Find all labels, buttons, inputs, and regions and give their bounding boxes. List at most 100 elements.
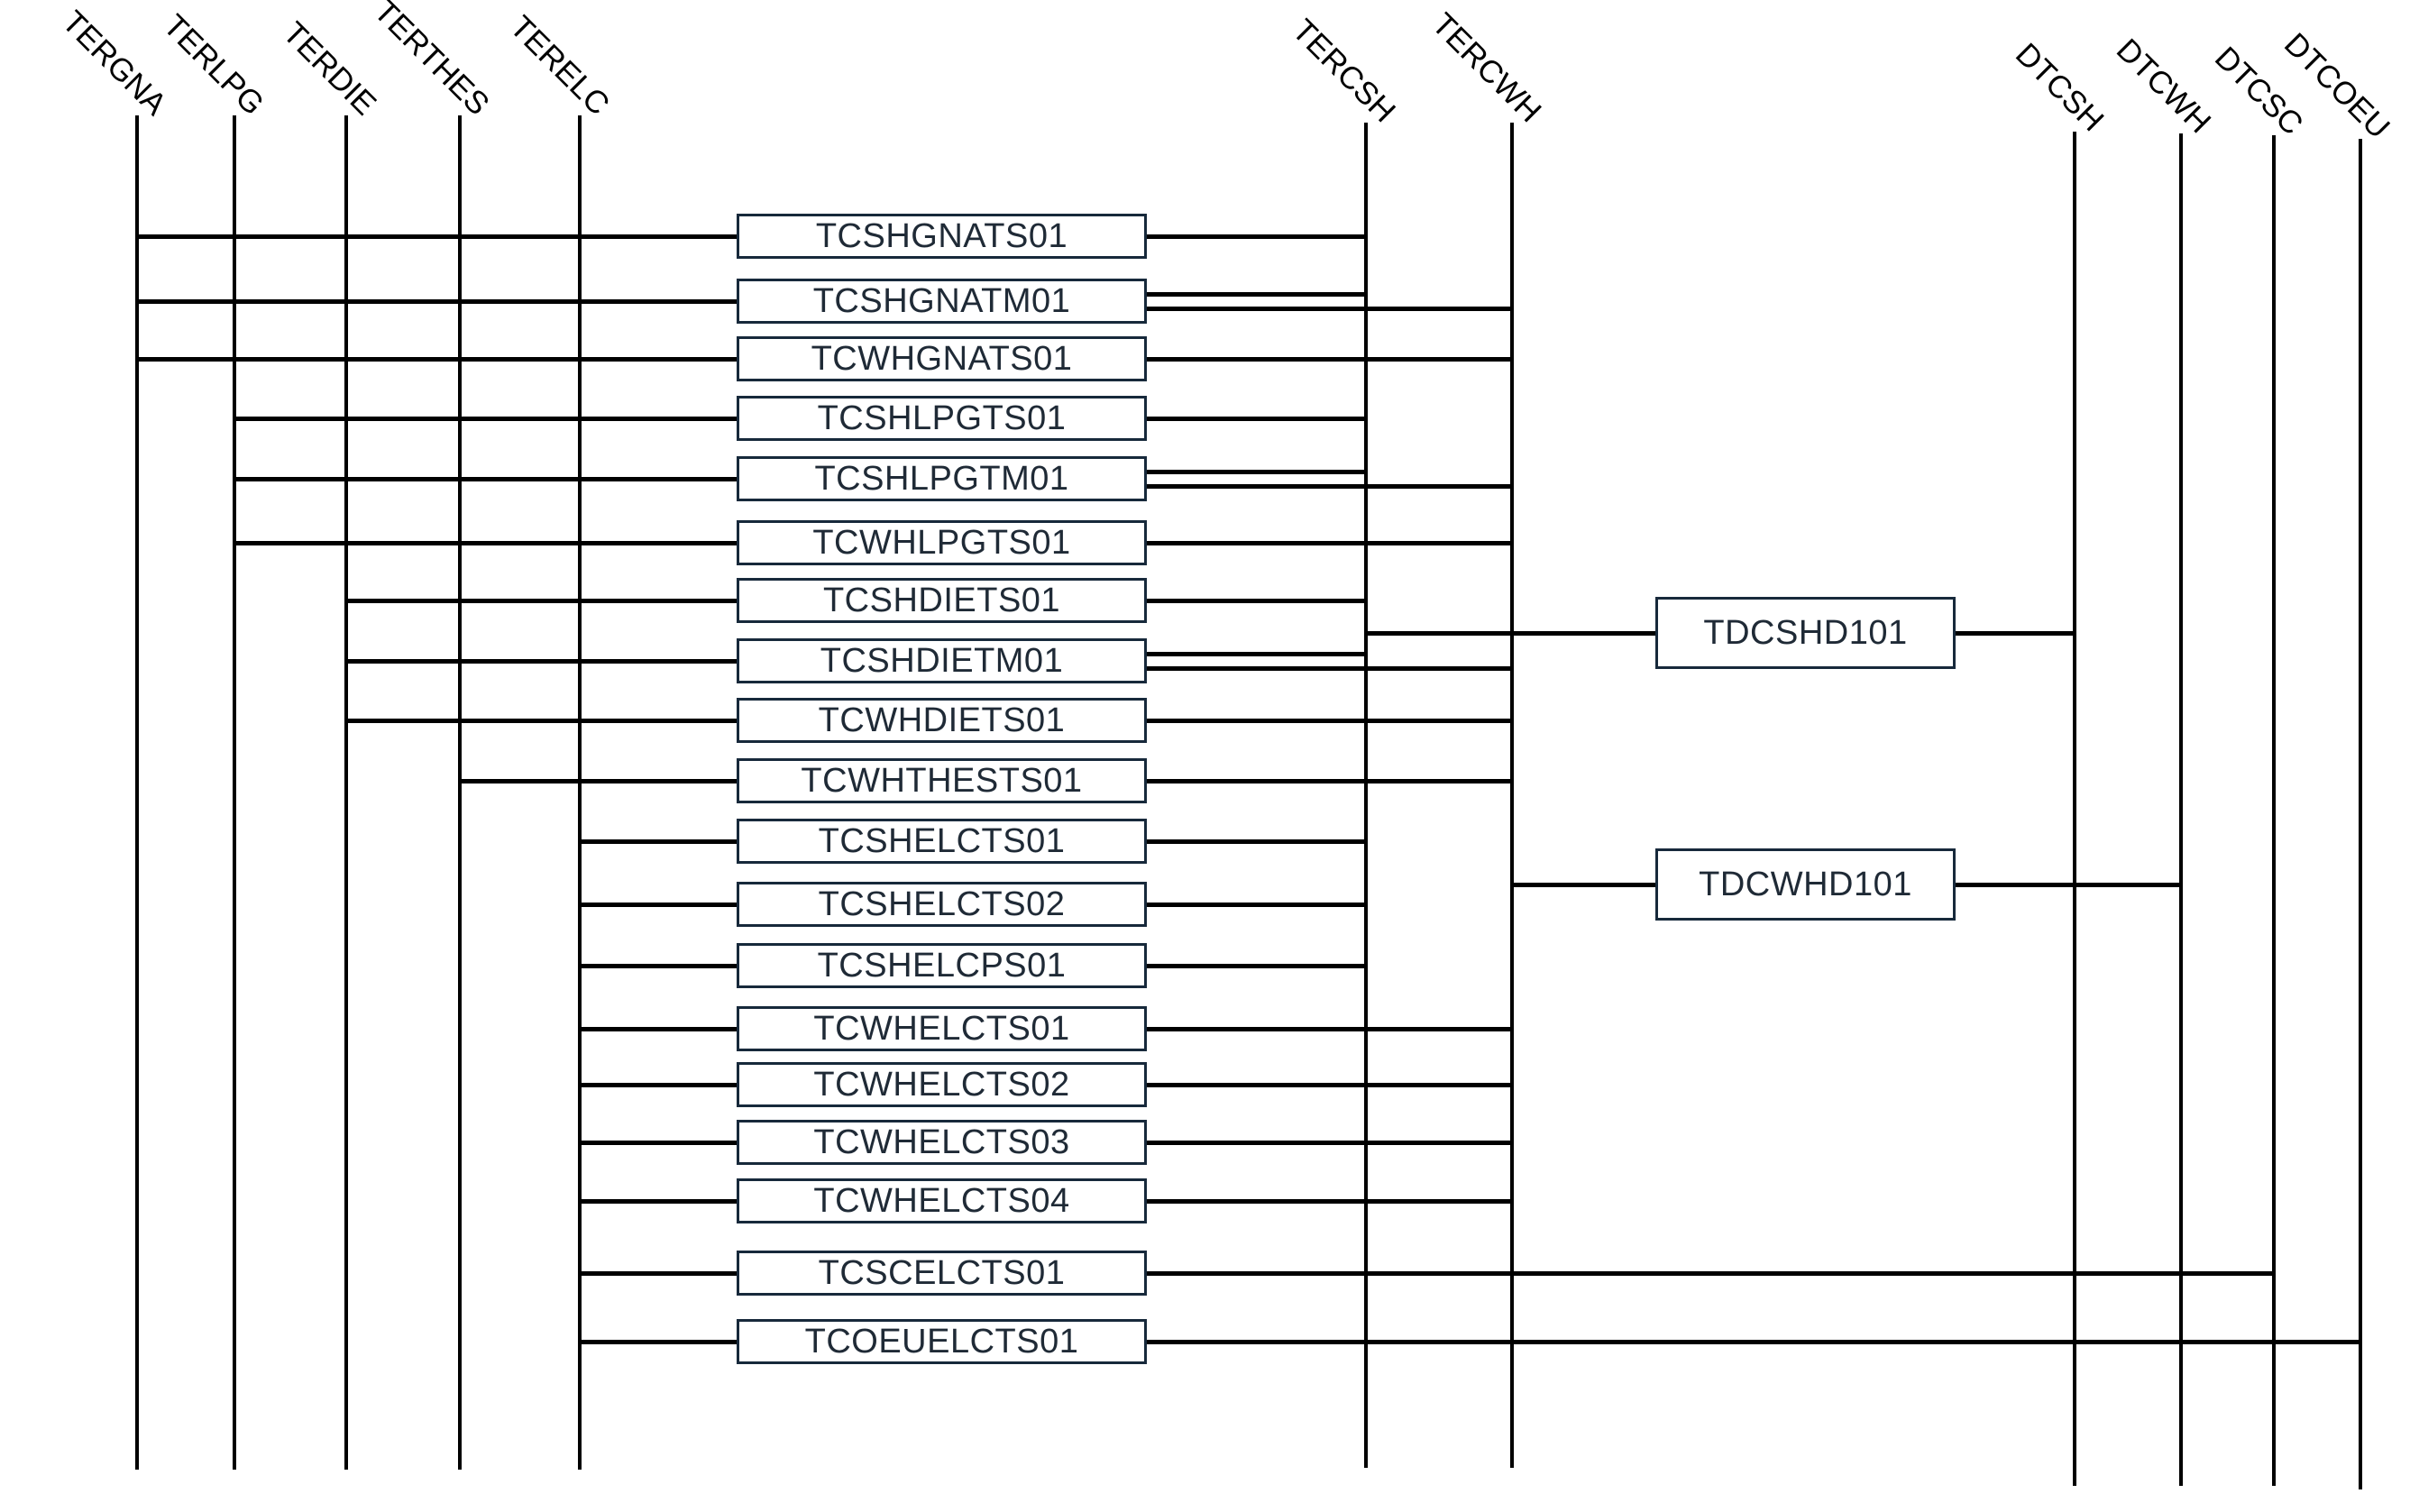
- input-connector-tcshgnats01: [137, 234, 737, 239]
- technology-box-tcoeuelcts01: TCOEUELCTS01: [737, 1319, 1147, 1364]
- technology-box-tcshelcps01: TCSHELCPS01: [737, 943, 1147, 988]
- output-connector-tcwhdiets01: [1147, 719, 1512, 723]
- carrier-label-terelc: TERELC: [503, 9, 617, 123]
- input-connector-tcwhelcts02: [580, 1083, 737, 1087]
- input-connector-tcwhlpgts01: [234, 541, 737, 545]
- technology-box-tcwhdiets01: TCWHDIETS01: [737, 698, 1147, 743]
- technology-label: TCSHLPGTS01: [817, 399, 1067, 437]
- input-connector-tdcwhd101: [1512, 883, 1655, 887]
- output-connector-tcshdiets01: [1147, 599, 1366, 603]
- carrier-line-dtcwh: [2179, 133, 2183, 1486]
- technology-box-tcwhelcts01: TCWHELCTS01: [737, 1006, 1147, 1051]
- carrier-line-terlpg: [233, 115, 236, 1470]
- carrier-line-terelc: [578, 115, 582, 1470]
- output-connector-tcwhelcts03: [1147, 1141, 1512, 1145]
- input-connector-tcwhelcts04: [580, 1199, 737, 1204]
- technology-box-tcshelcts02: TCSHELCTS02: [737, 882, 1147, 927]
- carrier-line-tercwh: [1510, 123, 1514, 1468]
- input-connector-tcwhdiets01: [346, 719, 737, 723]
- input-connector-tcshlpgts01: [234, 417, 737, 421]
- output-connector-tcwhelcts01: [1147, 1027, 1512, 1031]
- technology-box-tcshgnats01: TCSHGNATS01: [737, 214, 1147, 259]
- distribution-label: TDCWHD101: [1699, 865, 1912, 903]
- carrier-label-dtcsh: DTCSH: [2009, 36, 2112, 139]
- input-connector-tcscelcts01: [580, 1271, 737, 1276]
- technology-box-tcshdiets01: TCSHDIETS01: [737, 578, 1147, 623]
- output-connector-tcshelcts02: [1147, 903, 1366, 907]
- output-connector-tcshgnats01: [1147, 234, 1366, 239]
- output-connector-tcwhthests01: [1147, 779, 1512, 783]
- input-connector-tcshdietm01: [346, 659, 737, 664]
- technology-box-tcshgnatm01: TCSHGNATM01: [737, 279, 1147, 324]
- technology-box-tcshlpgts01: TCSHLPGTS01: [737, 396, 1147, 441]
- output-connector-a-tcshdietm01: [1147, 652, 1366, 656]
- technology-box-tcwhelcts03: TCWHELCTS03: [737, 1120, 1147, 1165]
- carrier-line-dtcoeu: [2359, 139, 2362, 1489]
- input-connector-tcshelcps01: [580, 964, 737, 968]
- technology-box-tcshlpgtm01: TCSHLPGTM01: [737, 456, 1147, 501]
- technology-label: TCSHGNATM01: [812, 281, 1071, 320]
- carrier-label-terthes: TERTHES: [367, 0, 497, 123]
- output-connector-tcwhgnats01: [1147, 357, 1512, 362]
- input-connector-tcshelcts01: [580, 839, 737, 844]
- technology-label: TCSHGNATS01: [815, 216, 1068, 255]
- input-connector-tcshdiets01: [346, 599, 737, 603]
- technology-box-tcwhelcts02: TCWHELCTS02: [737, 1062, 1147, 1107]
- output-connector-tdcwhd101: [1956, 883, 2181, 887]
- technology-box-tcshelcts01: TCSHELCTS01: [737, 819, 1147, 864]
- carrier-label-terlpg: TERLPG: [156, 7, 271, 123]
- carrier-label-tercsh: TERCSH: [1285, 12, 1403, 130]
- technology-label: TCWHTHESTS01: [801, 761, 1083, 800]
- output-connector-tcshlpgts01: [1147, 417, 1366, 421]
- carrier-label-terdie: TERDIE: [275, 14, 383, 123]
- output-connector-tcwhelcts02: [1147, 1083, 1512, 1087]
- technology-box-tcshdietm01: TCSHDIETM01: [737, 638, 1147, 683]
- input-connector-tcshelcts02: [580, 903, 737, 907]
- technology-label: TCSHLPGTM01: [814, 459, 1069, 498]
- technology-label: TCWHGNATS01: [811, 339, 1073, 378]
- input-connector-tcoeuelcts01: [580, 1340, 737, 1344]
- technology-label: TCSHDIETM01: [820, 641, 1064, 680]
- input-connector-tcwhthests01: [460, 779, 737, 783]
- technology-label: TCOEUELCTS01: [804, 1322, 1079, 1361]
- technology-label: TCWHELCTS02: [813, 1065, 1070, 1104]
- input-connector-tcwhelcts01: [580, 1027, 737, 1031]
- carrier-line-terdie: [344, 115, 348, 1470]
- technology-box-tcwhelcts04: TCWHELCTS04: [737, 1178, 1147, 1223]
- technology-box-tcscelcts01: TCSCELCTS01: [737, 1251, 1147, 1296]
- output-connector-tcoeuelcts01: [1147, 1340, 2360, 1344]
- technology-box-tcwhlpgts01: TCWHLPGTS01: [737, 520, 1147, 565]
- distribution-label: TDCSHD101: [1703, 613, 1908, 652]
- input-connector-tcwhgnats01: [137, 357, 737, 362]
- carrier-label-dtcwh: DTCWH: [2109, 32, 2218, 141]
- output-connector-tcscelcts01: [1147, 1271, 2274, 1276]
- input-connector-tcshlpgtm01: [234, 477, 737, 481]
- carrier-line-tergna: [135, 115, 139, 1470]
- carrier-label-tercwh: TERCWH: [1425, 6, 1549, 130]
- input-connector-tcwhelcts03: [580, 1141, 737, 1145]
- distribution-box-tdcshd101: TDCSHD101: [1655, 597, 1956, 669]
- technology-label: TCSHELCTS01: [818, 821, 1066, 860]
- output-connector-tcwhlpgts01: [1147, 541, 1512, 545]
- output-connector-b-tcshgnatm01: [1147, 307, 1512, 311]
- output-connector-tcshelcts01: [1147, 839, 1366, 844]
- input-connector-tdcshd101: [1366, 631, 1655, 636]
- technology-label: TCSHELCTS02: [818, 884, 1066, 923]
- technology-label: TCWHDIETS01: [818, 701, 1066, 739]
- carrier-line-tercsh: [1364, 123, 1368, 1468]
- distribution-box-tdcwhd101: TDCWHD101: [1655, 848, 1956, 921]
- technology-label: TCSHDIETS01: [822, 581, 1061, 619]
- technology-label: TCSCELCTS01: [818, 1253, 1066, 1292]
- technology-label: TCSHELCPS01: [817, 946, 1067, 985]
- technology-label: TCWHELCTS01: [813, 1009, 1070, 1048]
- output-connector-b-tcshlpgtm01: [1147, 484, 1512, 489]
- output-connector-tcwhelcts04: [1147, 1199, 1512, 1204]
- carrier-line-terthes: [458, 115, 462, 1470]
- technology-label: TCWHELCTS03: [813, 1123, 1070, 1161]
- output-connector-b-tcshdietm01: [1147, 666, 1512, 671]
- output-connector-tcshelcps01: [1147, 964, 1366, 968]
- output-connector-tdcshd101: [1956, 631, 2075, 636]
- output-connector-a-tcshlpgtm01: [1147, 470, 1366, 474]
- input-connector-tcshgnatm01: [137, 299, 737, 304]
